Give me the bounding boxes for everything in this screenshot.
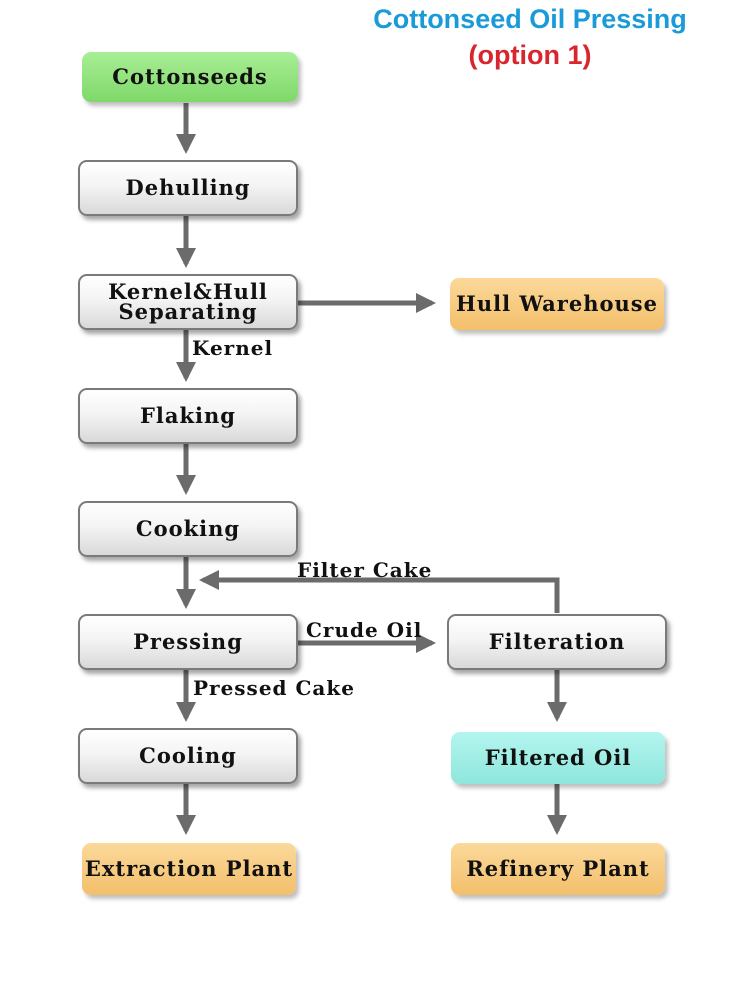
edge-label-pressed-cake: Pressed Cake [193, 676, 355, 700]
diagram-title: Cottonseed Oil Pressing [373, 4, 687, 34]
node-filteration: Filteration [447, 614, 667, 670]
node-pressing-label: Pressing [133, 629, 243, 654]
edge-label-crude-oil: Crude Oil [306, 618, 423, 642]
edge-label-kernel: Kernel [192, 336, 274, 360]
node-hull-warehouse-label: Hull Warehouse [456, 291, 658, 316]
node-flaking: Flaking [78, 388, 298, 444]
node-hull-warehouse: Hull Warehouse [450, 278, 664, 330]
node-flaking-label: Flaking [140, 403, 236, 428]
edge-label-filter-cake: Filter Cake [297, 558, 433, 582]
node-extraction-plant: Extraction Plant [82, 843, 296, 895]
diagram-subtitle: (option 1) [468, 40, 592, 70]
node-refinery-plant-label: Refinery Plant [466, 856, 650, 881]
node-cottonseeds-label: Cottonseeds [112, 64, 268, 89]
node-refinery-plant: Refinery Plant [451, 843, 665, 895]
node-cooking-label: Cooking [135, 516, 241, 541]
node-filtered-oil: Filtered Oil [451, 732, 665, 784]
node-filtered-oil-label: Filtered Oil [484, 745, 632, 770]
arrow-filteration-filter-cake [199, 570, 560, 613]
node-cottonseeds: Cottonseeds [82, 52, 298, 102]
node-kernel-hull-label-1: Kernel&Hull [108, 279, 268, 304]
node-dehulling-label: Dehulling [125, 175, 251, 200]
node-cooling: Cooling [78, 728, 298, 784]
node-filteration-label: Filteration [488, 629, 626, 654]
node-cooking: Cooking [78, 501, 298, 557]
node-kernel-hull-label-2: Separating [118, 299, 258, 324]
node-kernel-hull-separating: Kernel&Hull Separating [78, 274, 298, 330]
node-pressing: Pressing [78, 614, 298, 670]
node-extraction-plant-label: Extraction Plant [84, 856, 294, 881]
node-cooling-label: Cooling [139, 743, 237, 768]
node-dehulling: Dehulling [78, 160, 298, 216]
